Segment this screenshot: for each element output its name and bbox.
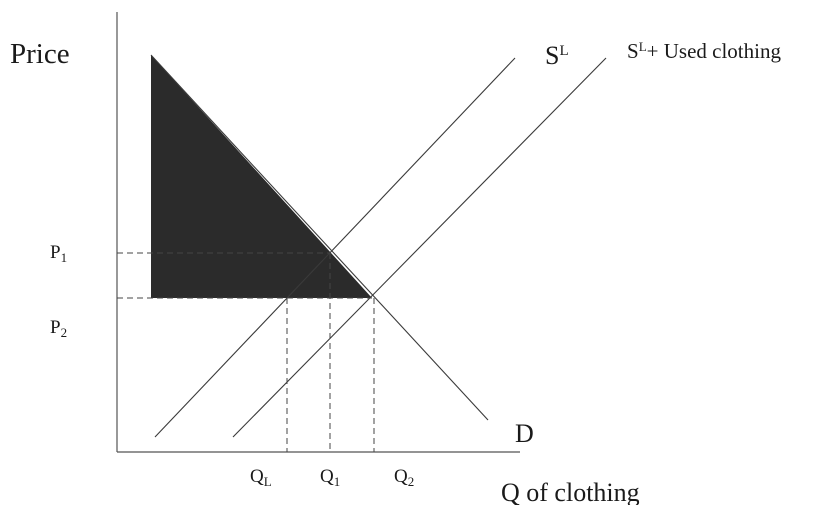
x-axis-label: Q of clothing	[501, 478, 640, 505]
supply-local-curve	[154, 57, 516, 438]
demand-curve	[150, 54, 489, 421]
q2-label: Q2	[394, 466, 414, 489]
q1-label: Q1	[320, 466, 340, 489]
supply-local-label: SL	[545, 41, 569, 70]
p1-label: P1	[50, 242, 67, 265]
shaded-surplus-area	[151, 55, 372, 298]
y-axis-label: Price	[10, 38, 70, 70]
ql-label: QL	[250, 466, 272, 489]
p2-label: P2	[50, 317, 67, 340]
supply-total-label: SL+ Used clothing	[627, 39, 781, 63]
demand-label: D	[515, 419, 534, 448]
supply-total-curve	[232, 57, 607, 438]
